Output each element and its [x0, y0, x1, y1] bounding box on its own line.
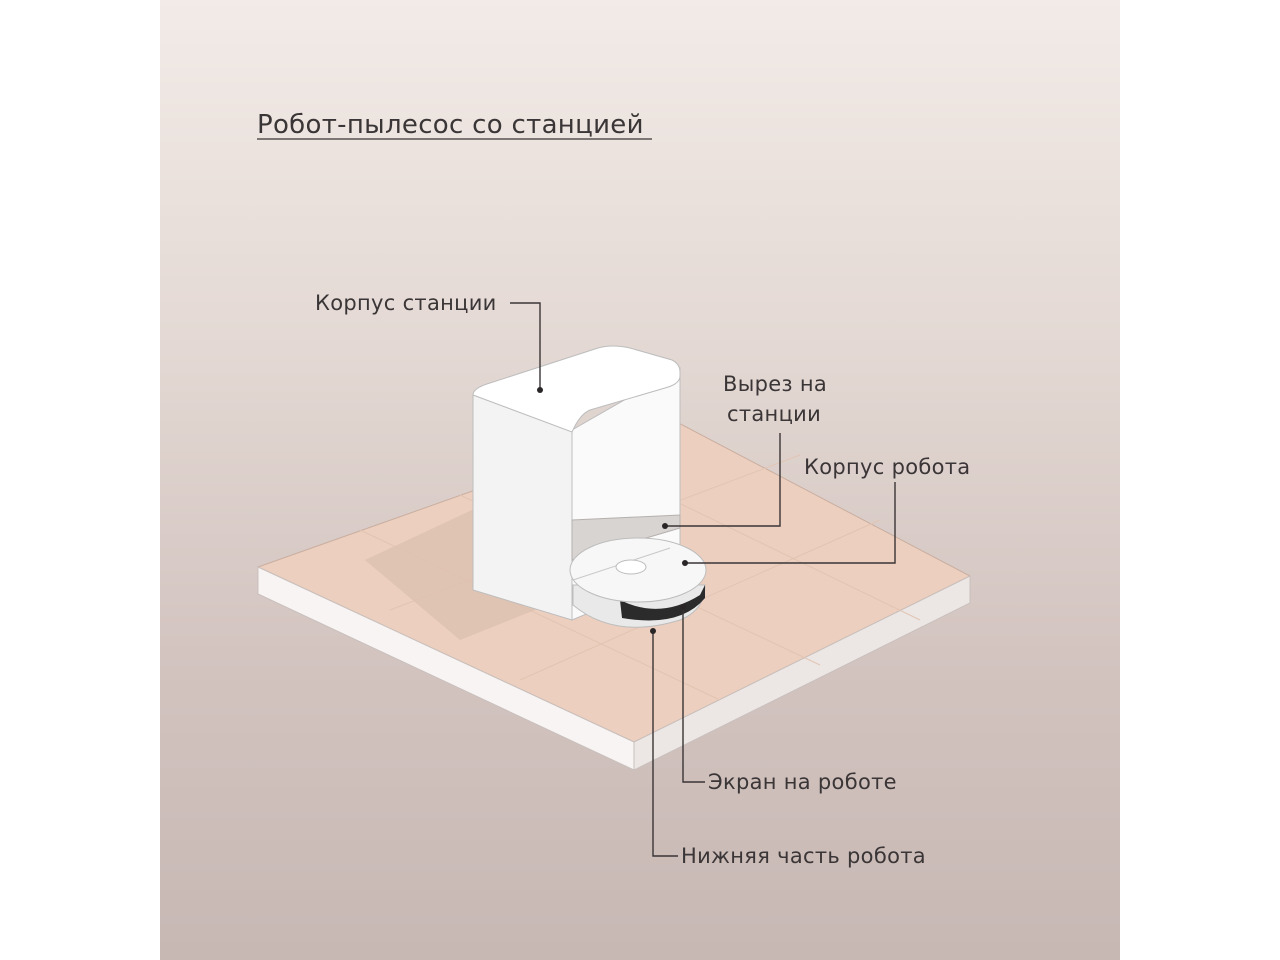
leader-station-cutout	[665, 433, 781, 527]
right-margin	[1120, 0, 1280, 960]
label-robot-body: Корпус робота	[804, 455, 970, 479]
label-station-cutout-line1: Вырез на	[723, 372, 827, 396]
diagram-svg: Робот-пылесос со станцией Корпус станции…	[256, 110, 972, 868]
marker-station-cutout	[662, 523, 668, 529]
diagram-canvas: Робот-пылесос со станцией Корпус станции…	[160, 0, 1120, 960]
robot-lidar	[615, 559, 647, 575]
marker-station-body	[537, 387, 543, 393]
leader-robot-body	[685, 482, 896, 564]
diagram-title: Робот-пылесос со станцией	[257, 110, 644, 140]
label-station-cutout-line2: станции	[727, 402, 821, 426]
leader-station-body	[510, 302, 541, 390]
left-margin	[0, 0, 160, 960]
marker-robot-body	[682, 560, 688, 566]
station-shadow	[365, 510, 560, 640]
label-robot-bottom: Нижняя часть робота	[681, 844, 926, 868]
label-station-body: Корпус станции	[315, 291, 497, 315]
station-top-face	[472, 345, 681, 433]
robot-vacuum	[569, 537, 707, 628]
leader-robot-bottom	[652, 631, 678, 857]
marker-robot-bottom	[650, 628, 656, 634]
floor-front-right-edge	[633, 575, 971, 771]
marker-robot-screen	[680, 604, 686, 610]
robot-screen-band	[620, 585, 705, 621]
station-left-face	[472, 394, 573, 621]
label-robot-screen: Экран на роботе	[708, 770, 897, 794]
leader-robot-screen	[682, 607, 705, 783]
